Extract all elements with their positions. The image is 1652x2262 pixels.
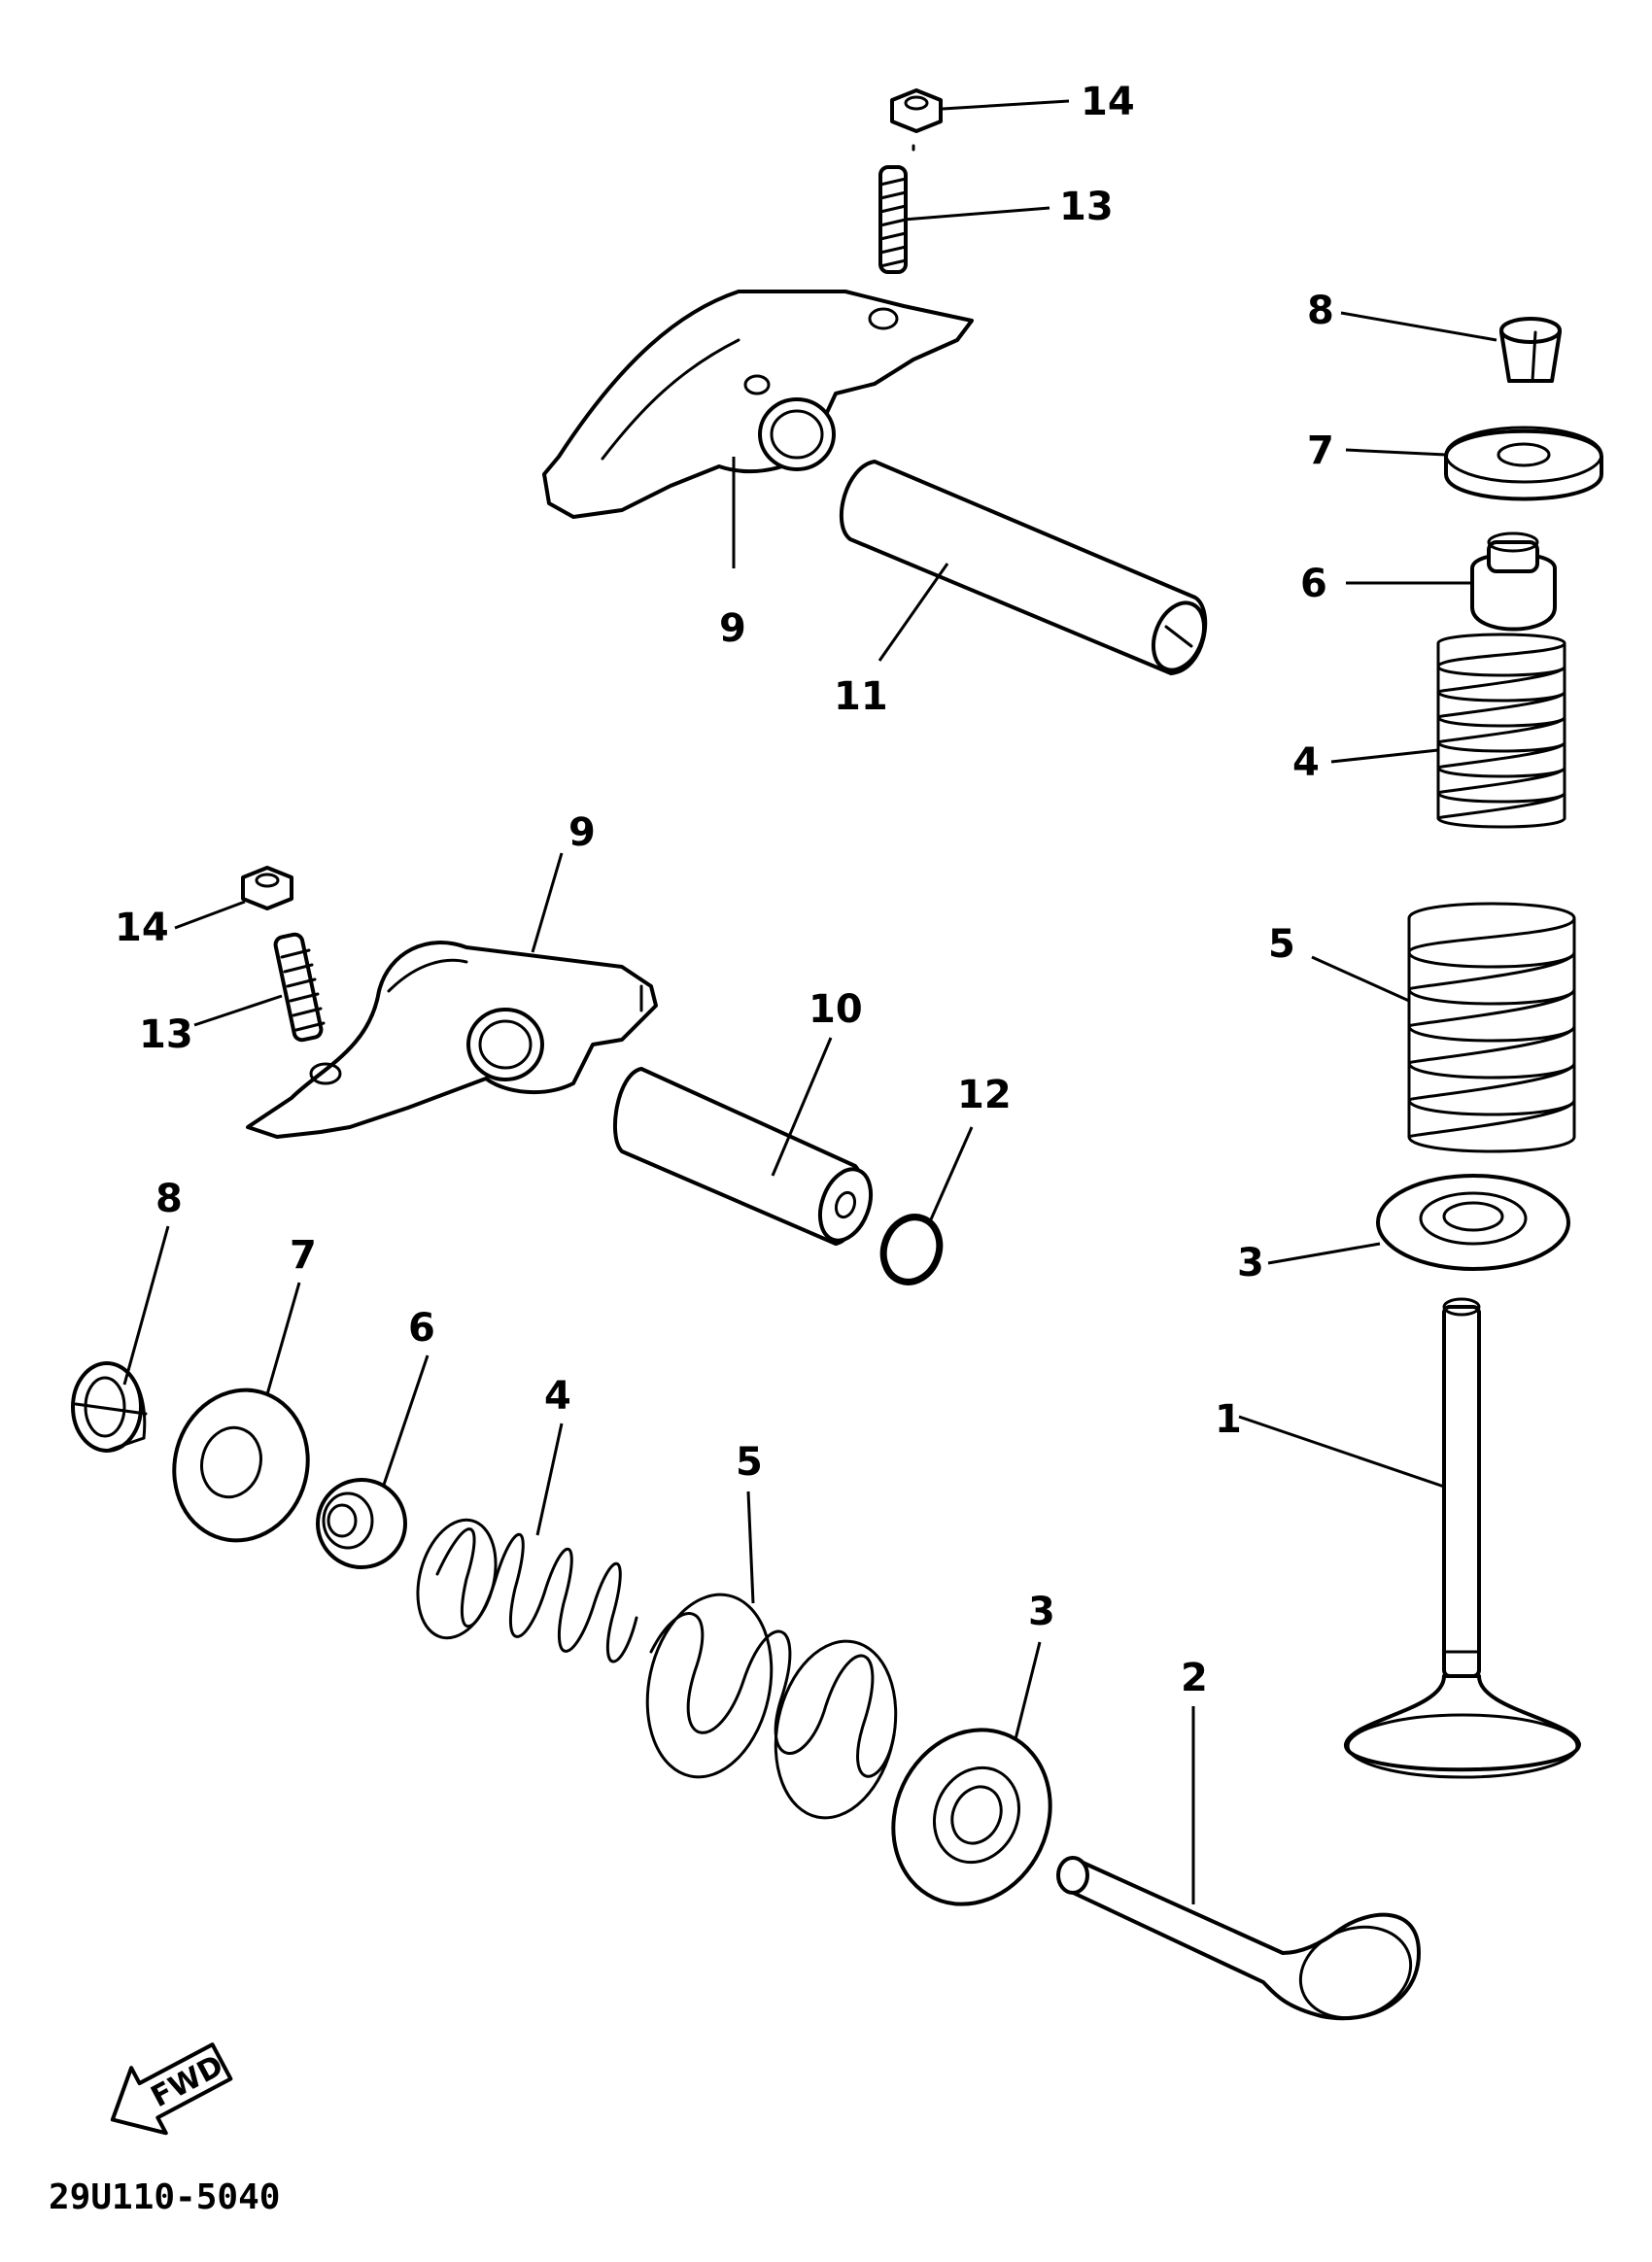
lower-outer-spring <box>645 1593 898 1820</box>
callout-upper-seal: 6 <box>1300 562 1327 606</box>
callout-exhaust-valve: 2 <box>1181 1656 1208 1700</box>
exhaust-valve <box>1056 1856 1421 2021</box>
callout-lower-seat: 3 <box>1028 1590 1055 1634</box>
callout-upper-nut: 14 <box>1081 80 1135 124</box>
callout-lower-retainer: 7 <box>290 1233 317 1278</box>
callout-lower-rocker-arm: 9 <box>568 810 596 855</box>
lower-rocker-shaft <box>613 1067 874 1246</box>
callout-upper-collet: 8 <box>1307 289 1334 333</box>
callout-upper-inner-spring: 4 <box>1292 740 1320 785</box>
lower-collet <box>71 1361 148 1453</box>
callout-lower-seal: 6 <box>408 1306 435 1351</box>
intake-valve <box>1344 1297 1581 1779</box>
callout-lower-inner-spring: 4 <box>544 1374 571 1419</box>
upper-rocker-shaft <box>840 460 1208 675</box>
lower-stem-seal <box>316 1478 407 1569</box>
lower-nut <box>241 866 293 910</box>
callout-upper-shaft: 11 <box>834 674 888 719</box>
lower-inner-spring <box>416 1518 638 1663</box>
callout-intake-valve: 1 <box>1215 1397 1242 1442</box>
lower-retainer <box>172 1388 310 1543</box>
upper-stem-seal <box>1470 531 1557 632</box>
leader-lines <box>122 99 1497 1904</box>
lower-spring-seat <box>891 1728 1052 1906</box>
drawing-code: 29U110-5040 <box>49 2177 280 2217</box>
upper-retainer <box>1444 426 1603 501</box>
callout-upper-outer-spring: 5 <box>1268 922 1295 967</box>
callout-lower-outer-spring: 5 <box>736 1440 763 1485</box>
lower-adjuster-screw <box>273 932 326 1043</box>
lower-rocker-arm <box>246 941 658 1139</box>
upper-nut <box>890 88 943 133</box>
callout-o-ring: 12 <box>957 1073 1012 1117</box>
callout-upper-rocker-arm: 9 <box>719 606 746 651</box>
callout-upper-adjuster: 13 <box>1059 185 1114 229</box>
callout-lower-shaft: 10 <box>809 987 863 1032</box>
callout-lower-nut: 14 <box>115 906 169 950</box>
upper-outer-spring <box>1407 902 1576 1153</box>
upper-adjuster-screw <box>878 165 908 274</box>
upper-inner-spring <box>1436 633 1566 829</box>
callout-lower-collet: 8 <box>155 1177 183 1221</box>
upper-collet <box>1499 317 1562 383</box>
callout-upper-seat: 3 <box>1237 1241 1264 1285</box>
callout-lower-adjuster: 13 <box>139 1012 193 1057</box>
o-ring <box>879 1214 944 1285</box>
callout-upper-retainer: 7 <box>1307 428 1334 473</box>
forward-arrow-icon: FWD <box>110 2042 233 2136</box>
upper-spring-seat <box>1376 1174 1570 1271</box>
